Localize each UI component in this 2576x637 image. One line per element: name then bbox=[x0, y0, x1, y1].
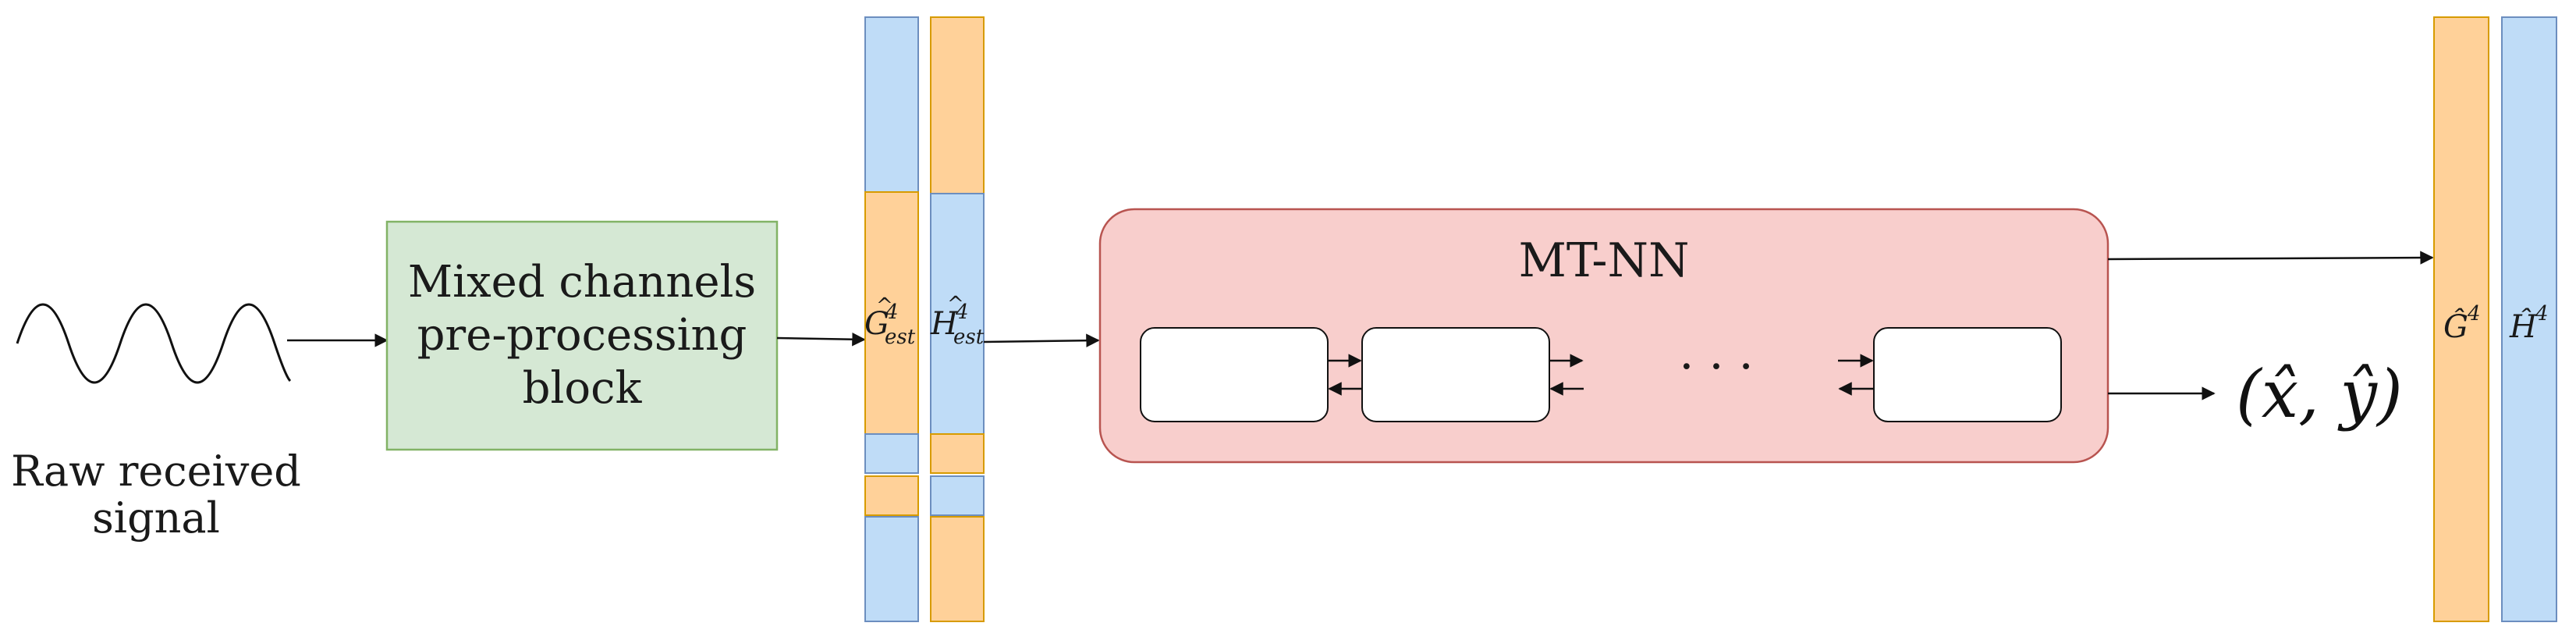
svg-text:H: H bbox=[930, 306, 959, 342]
h-est-vector bbox=[930, 16, 985, 622]
g-est-symbol: G ^ 4 est bbox=[864, 294, 916, 349]
svg-text:est: est bbox=[885, 326, 916, 349]
h-hat-vector bbox=[2501, 16, 2557, 622]
mtnn-block bbox=[1098, 208, 2109, 464]
svg-text:4: 4 bbox=[2467, 302, 2481, 326]
svg-text:Ĝ: Ĝ bbox=[2443, 308, 2468, 345]
g-hat-symbol: Ĝ 4 bbox=[2443, 302, 2481, 345]
g-est-vector bbox=[864, 16, 919, 622]
mtnn-layer-2 bbox=[1361, 327, 1550, 422]
g-est-hat: ^ bbox=[876, 294, 893, 318]
svg-text:4: 4 bbox=[955, 301, 969, 324]
input-label-line1: Raw received bbox=[11, 447, 301, 496]
arrow-mtnn-to-final-vectors bbox=[2107, 251, 2434, 265]
arrow-preprocess-to-vectors bbox=[776, 332, 866, 347]
svg-text:4: 4 bbox=[885, 301, 899, 324]
h-hat-symbol: Ĥ 4 bbox=[2509, 302, 2549, 345]
preprocess-line3: block bbox=[523, 363, 643, 414]
arrow-vectors-to-mtnn bbox=[983, 333, 1100, 347]
preprocess-line2: pre-processing bbox=[417, 310, 747, 361]
preprocess-block bbox=[385, 220, 779, 451]
mtnn-layer-1 bbox=[1140, 327, 1329, 422]
input-label-line2: signal bbox=[92, 493, 220, 543]
output-xy: (x̂, ŷ) bbox=[2236, 356, 2403, 432]
svg-text:est: est bbox=[953, 326, 985, 349]
h-est-hat: ^ bbox=[947, 293, 964, 316]
mtnn-layer-n bbox=[1873, 327, 2062, 422]
mtnn-ellipsis: · · · bbox=[1679, 340, 1753, 394]
svg-text:G: G bbox=[864, 306, 889, 342]
sine-wave-icon bbox=[16, 303, 292, 384]
h-est-symbol: H ^ 4 est bbox=[930, 293, 985, 349]
svg-text:4: 4 bbox=[2535, 302, 2549, 326]
svg-text:Ĥ: Ĥ bbox=[2509, 308, 2538, 345]
g-hat-vector bbox=[2433, 16, 2489, 622]
preprocess-line1: Mixed channels bbox=[408, 257, 756, 308]
mtnn-title: MT-NN bbox=[1519, 233, 1690, 288]
